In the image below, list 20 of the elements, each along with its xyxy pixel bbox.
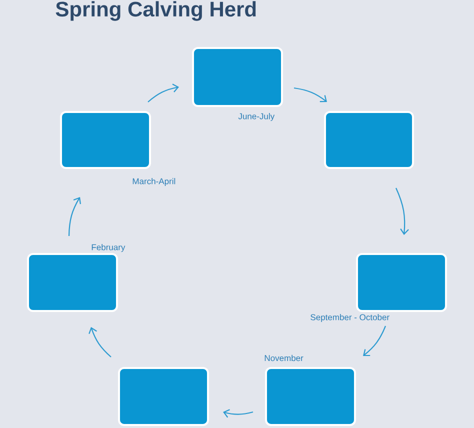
arrow: [223, 409, 254, 418]
process-box: [60, 111, 151, 169]
process-box: [118, 366, 209, 426]
month-label: February: [92, 244, 126, 252]
month-label: September - October: [310, 314, 390, 322]
arrow: [363, 326, 386, 356]
process-box: [27, 252, 118, 312]
month-label: June-July: [238, 113, 275, 121]
process-box: [356, 252, 447, 312]
arrow: [396, 188, 409, 235]
month-label: March-April: [132, 178, 176, 186]
title: Spring Calving Herd: [56, 1, 256, 21]
arrow: [88, 326, 112, 358]
process-box: [324, 111, 414, 169]
arrow: [148, 84, 179, 102]
arrow: [68, 197, 81, 236]
arrow: [294, 87, 327, 102]
process-box: [192, 47, 283, 107]
month-label: November: [264, 354, 304, 362]
process-box: [265, 366, 356, 426]
